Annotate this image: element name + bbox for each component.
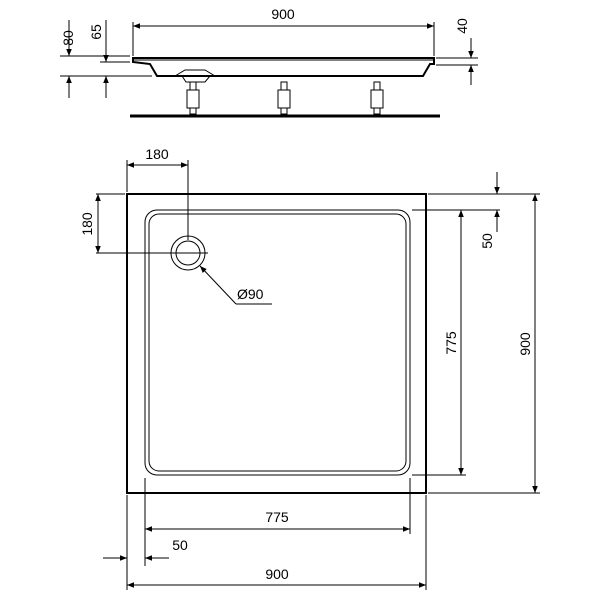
plan-view-inner-basin [144,209,411,476]
side-view: 900 80 65 40 [60,6,478,118]
drain-diameter-label: Ø90 [237,286,264,302]
inner-depth-label: 775 [443,331,459,355]
outer-width-label: 900 [265,566,289,582]
drain-offset-x-label: 180 [145,146,169,162]
rim-right-label: 50 [479,233,495,249]
plan-view-inner-basin-floor [148,213,407,472]
side-view-height-65-label: 65 [88,24,104,40]
side-view-height-40-label: 40 [454,18,470,34]
drain-offset-y-label: 180 [79,212,95,236]
side-view-height-80-label: 80 [60,30,76,46]
plan-view: 180 180 Ø90 50 775 900 775 [79,146,540,590]
rim-left-label: 50 [172,537,188,553]
inner-width-label: 775 [265,509,289,525]
side-view-width-label: 900 [271,6,295,22]
outer-depth-label: 900 [517,332,533,356]
side-view-tray-body [132,57,435,77]
side-view-feet [186,81,384,115]
plan-view-outer-edge [126,193,427,494]
